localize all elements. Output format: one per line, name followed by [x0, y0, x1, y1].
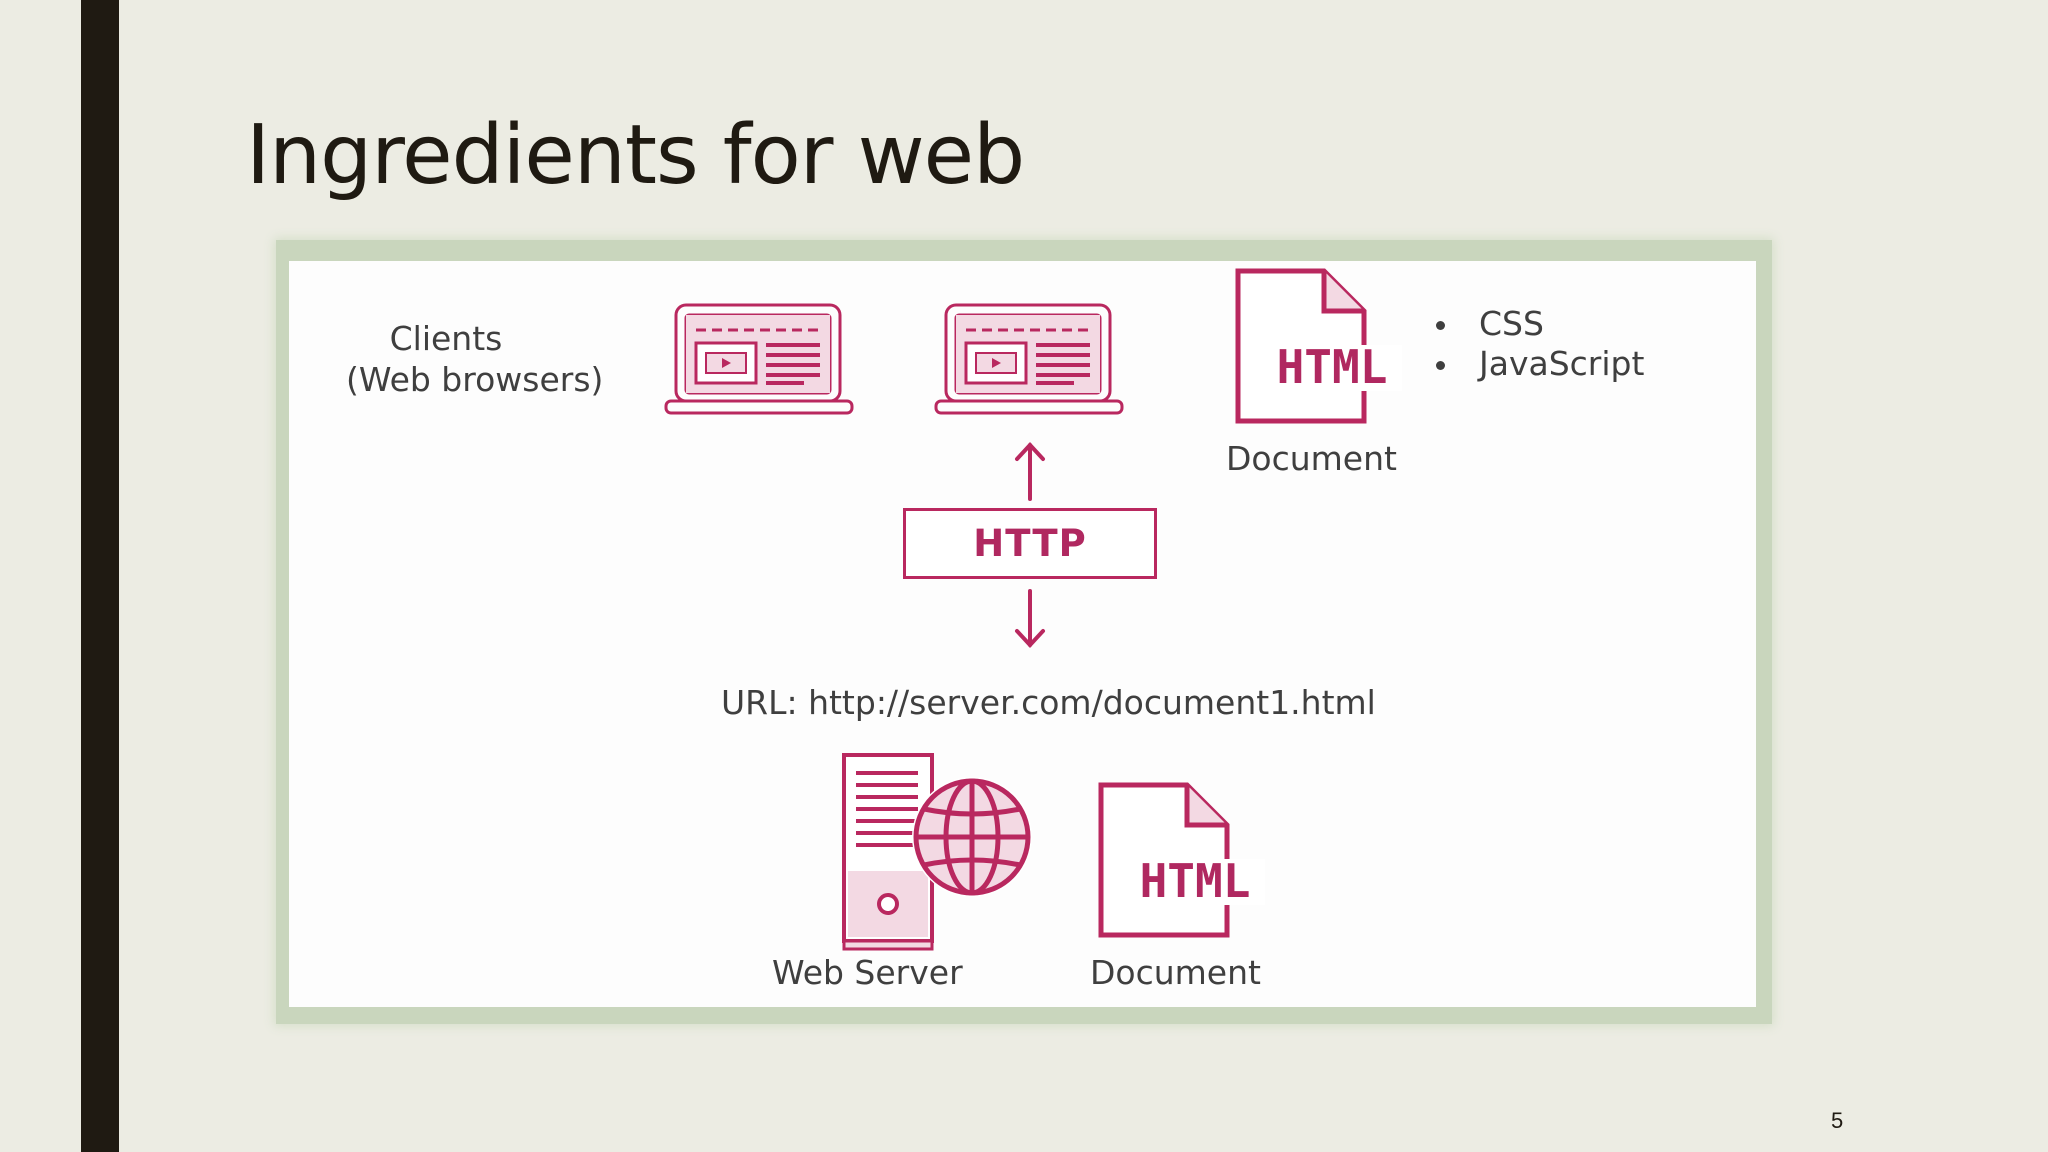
document-label-bottom: Document: [1090, 953, 1261, 992]
clients-label-line1: Clients: [389, 319, 503, 358]
list-item: CSS: [1433, 304, 1644, 344]
document-label-top: Document: [1226, 439, 1397, 478]
slide-title: Ingredients for web: [246, 108, 1025, 203]
list-item: JavaScript: [1433, 344, 1644, 384]
html-icon-text: HTML: [1277, 340, 1388, 394]
javascript-item: JavaScript: [1479, 344, 1645, 383]
page-number: 5: [1831, 1108, 1844, 1133]
laptop-browser-icon: [934, 303, 1124, 415]
web-server-label: Web Server: [772, 953, 963, 992]
http-protocol-box: HTTP: [903, 508, 1157, 579]
clients-label-line2: (Web browsers): [346, 360, 604, 400]
arrow-up-icon: [1015, 442, 1045, 501]
document-extras-list: CSS JavaScript: [1433, 304, 1644, 384]
laptop-browser-icon: [664, 303, 854, 415]
html-file-icon: HTML: [1098, 782, 1265, 938]
html-file-icon: HTML: [1235, 268, 1402, 424]
arrow-down-icon: [1015, 589, 1045, 648]
css-item: CSS: [1479, 304, 1544, 343]
url-text: URL: http://server.com/document1.html: [721, 683, 1376, 722]
diagram-panel: Clients (Web browsers): [289, 261, 1756, 1007]
slide-accent-bar: [81, 0, 119, 1152]
web-server-globe-icon: [842, 753, 1032, 951]
clients-label: Clients (Web browsers): [346, 318, 604, 401]
diagram-frame: Clients (Web browsers): [276, 240, 1772, 1024]
html-icon-text: HTML: [1140, 854, 1251, 908]
